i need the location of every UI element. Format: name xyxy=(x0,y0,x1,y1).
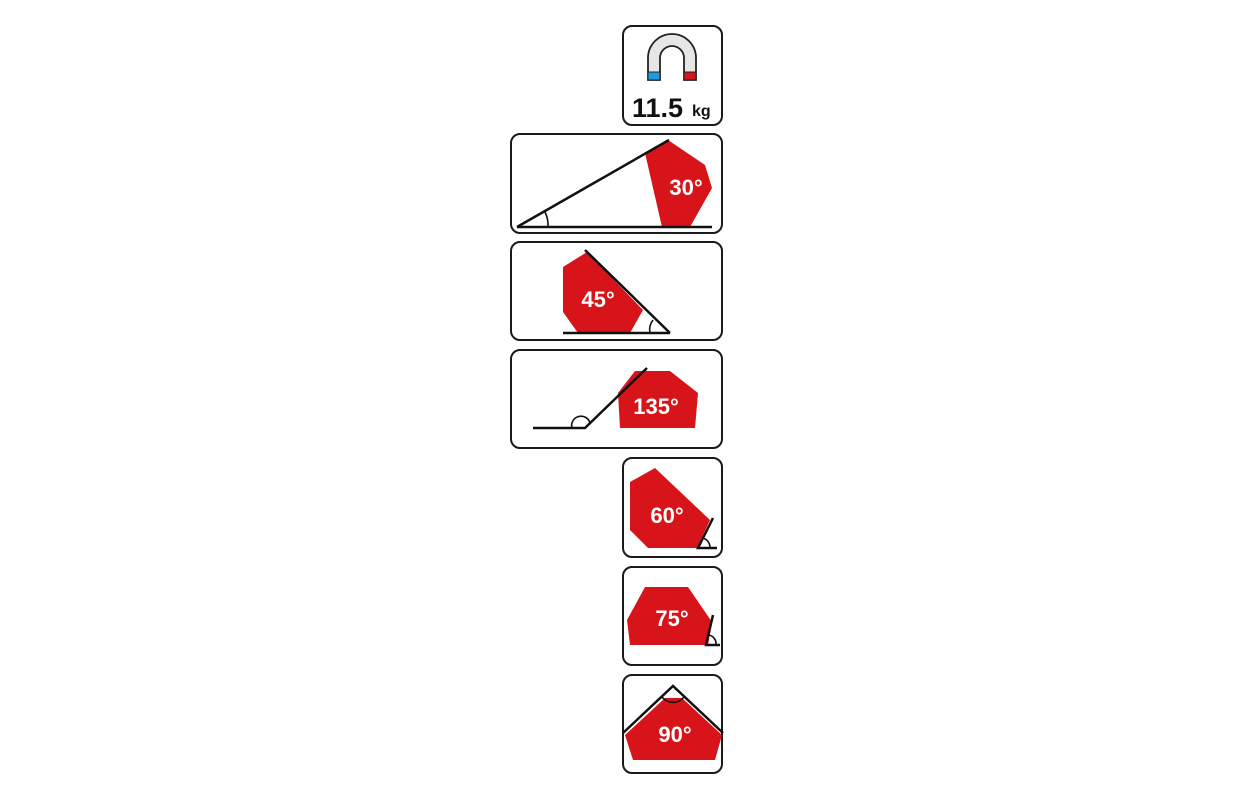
magnet-strength-panel: 11.5 kg xyxy=(622,25,723,126)
angle-panel-135: 135° xyxy=(510,349,723,449)
magnet-weight-value: 11.5 xyxy=(632,93,683,123)
magnet-weight-unit: kg xyxy=(692,103,711,120)
angle-panel-75: 75° xyxy=(622,566,723,666)
angle-panel-90: 90° xyxy=(622,674,724,774)
angle-panel-30: 30° xyxy=(510,133,723,234)
angle-label: 75° xyxy=(655,606,688,631)
angle-label: 30° xyxy=(669,175,702,200)
angle-panel-60: 60° xyxy=(622,457,723,558)
angle-label: 60° xyxy=(650,503,683,528)
horseshoe-magnet-icon xyxy=(647,33,697,81)
angle-panel-45: 45° xyxy=(510,241,723,341)
angle-label: 90° xyxy=(658,722,691,747)
angle-label: 135° xyxy=(633,394,679,419)
angle-label: 45° xyxy=(581,287,614,312)
